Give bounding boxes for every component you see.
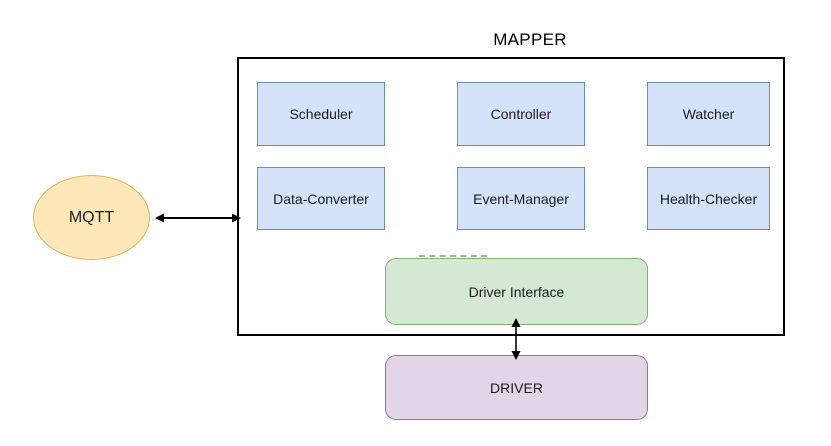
driver-interface-label: Driver Interface [468,283,565,300]
component-label: Data-Converter [273,190,369,207]
dashed-line-artifact [419,255,487,259]
component-controller[interactable]: Controller [457,82,585,146]
driver-box[interactable]: DRIVER [385,355,648,420]
component-scheduler[interactable]: Scheduler [257,82,385,146]
mqtt-to-mapper-arrow [155,213,241,223]
mqtt-label: MQTT [68,208,115,226]
component-label: Health-Checker [659,190,758,207]
driver-label: DRIVER [490,379,543,396]
component-watcher[interactable]: Watcher [647,82,770,146]
component-label: Scheduler [289,106,353,122]
page-title: MAPPER [493,30,567,49]
component-label: Controller [490,106,552,122]
component-event-manager[interactable]: Event-Manager [457,167,585,230]
component-label: Event-Manager [473,190,569,207]
component-health-checker[interactable]: Health-Checker [647,167,770,230]
component-label: Watcher [682,106,735,122]
mqtt-node[interactable]: MQTT [33,175,150,260]
mapper-container [237,57,785,336]
driver-interface-box[interactable]: Driver Interface [385,258,648,325]
driver-interface-to-driver-arrow [511,318,521,360]
component-data-converter[interactable]: Data-Converter [257,167,385,230]
